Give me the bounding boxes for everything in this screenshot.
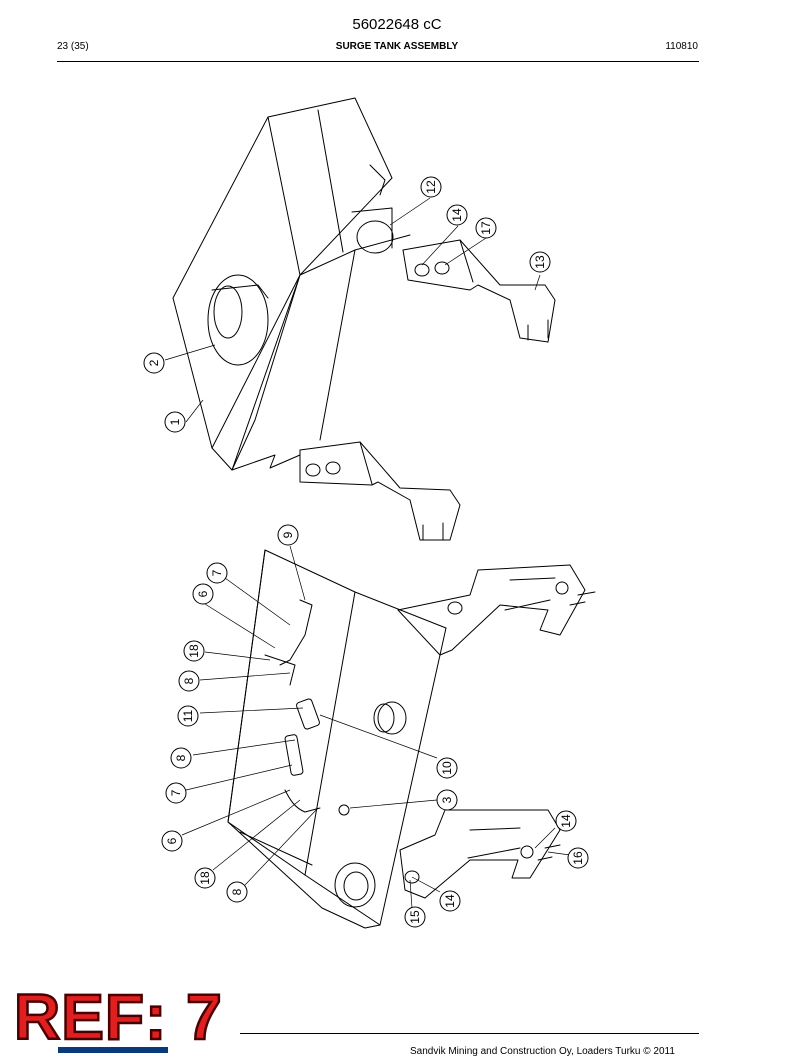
callout-3: 3	[436, 789, 458, 811]
callout-14-right: 14	[555, 810, 577, 832]
callout-9: 9	[277, 524, 299, 546]
svg-text:17: 17	[479, 221, 493, 235]
document-number: 56022648 cC	[352, 16, 442, 33]
company-logo	[58, 1047, 168, 1053]
callout-7-upper: 7	[206, 562, 228, 584]
callout-6-upper: 6	[192, 583, 214, 605]
footer-copyright: Sandvik Mining and Construction Oy, Load…	[410, 1046, 675, 1057]
callout-10: 10	[436, 757, 458, 779]
callout-8-lower: 8	[226, 881, 248, 903]
svg-text:8: 8	[182, 677, 196, 684]
callout-14-top: 14	[446, 204, 468, 226]
document-date: 110810	[665, 41, 698, 52]
svg-text:6: 6	[196, 590, 210, 597]
callout-11: 11	[177, 705, 199, 727]
svg-text:7: 7	[210, 569, 224, 576]
svg-text:9: 9	[281, 531, 295, 538]
callout-13: 13	[529, 251, 551, 273]
svg-text:15: 15	[408, 910, 422, 924]
svg-text:16: 16	[571, 851, 585, 865]
callout-12: 12	[420, 176, 442, 198]
svg-text:8: 8	[174, 754, 188, 761]
svg-text:13: 13	[533, 255, 547, 269]
top-tank-view	[172, 97, 556, 541]
svg-text:14: 14	[559, 814, 573, 828]
svg-text:7: 7	[169, 789, 183, 796]
svg-text:2: 2	[147, 359, 161, 366]
page-number: 23 (35)	[57, 41, 89, 52]
leader-lines	[164, 197, 571, 909]
ref-stamp: REF: 7	[13, 981, 223, 1053]
callout-2: 2	[143, 352, 165, 374]
callout-18-lower: 18	[194, 867, 216, 889]
page-title: SURGE TANK ASSEMBLY	[335, 41, 459, 52]
svg-text:10: 10	[440, 761, 454, 775]
svg-text:11: 11	[181, 709, 195, 722]
callout-14-bottom: 14	[439, 890, 461, 912]
svg-text:14: 14	[443, 894, 457, 908]
bottom-tank-view	[227, 549, 596, 929]
callout-15: 15	[404, 906, 426, 928]
svg-text:18: 18	[187, 644, 201, 658]
callout-8-middle: 8	[170, 747, 192, 769]
callout-16: 16	[567, 847, 589, 869]
svg-text:12: 12	[424, 180, 438, 194]
footer-rule	[240, 1033, 699, 1034]
callout-7-lower: 7	[165, 782, 187, 804]
svg-text:18: 18	[198, 871, 212, 885]
callout-8-upper: 8	[178, 670, 200, 692]
callout-17: 17	[475, 217, 497, 239]
callout-6-lower: 6	[161, 830, 183, 852]
callout-18-upper: 18	[183, 640, 205, 662]
callout-1: 1	[164, 411, 186, 433]
svg-text:1: 1	[168, 418, 182, 425]
svg-text:14: 14	[450, 208, 464, 222]
svg-text:3: 3	[440, 796, 454, 803]
svg-text:6: 6	[165, 837, 179, 844]
header-rule	[57, 61, 699, 62]
svg-text:8: 8	[230, 888, 244, 895]
